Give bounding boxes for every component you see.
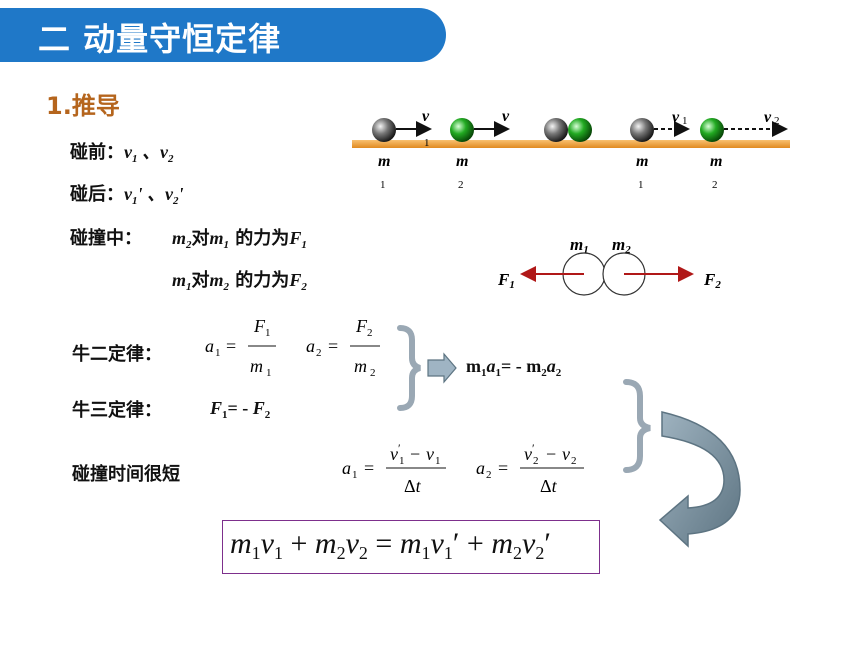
force-line-2: m1对m2 的力为F2: [172, 270, 307, 293]
big-curved-arrow: [658, 411, 741, 548]
label-f2: F2: [703, 270, 721, 291]
svg-text:1: 1: [424, 137, 430, 149]
svg-text:2: 2: [316, 347, 322, 359]
ball-m2-before: [450, 118, 474, 142]
svg-text:v: v: [524, 444, 532, 464]
svg-text:2: 2: [571, 455, 577, 467]
svg-text:F: F: [253, 316, 266, 336]
svg-text:a: a: [306, 336, 315, 356]
ball-m2-colliding: [568, 118, 592, 142]
svg-text:m: m: [354, 356, 367, 376]
svg-text:m: m: [710, 153, 722, 170]
brace-1: [397, 325, 421, 411]
during-collision-label: 碰撞中：: [70, 228, 142, 249]
force-line-1: m2对m1 的力为F1: [172, 228, 307, 251]
combined-result-equation: m1a1= - m2a2: [466, 356, 562, 379]
svg-text:′: ′: [532, 441, 535, 455]
svg-text:1: 1: [682, 115, 688, 127]
ball-m1-after: [630, 118, 654, 142]
svg-text:F: F: [355, 316, 368, 336]
before-collision-label: 碰前：v1 、v2: [70, 142, 174, 165]
ball-m1-colliding: [544, 118, 568, 142]
svg-text:2: 2: [774, 115, 780, 127]
svg-text:−: −: [410, 444, 420, 464]
svg-text:v: v: [764, 109, 772, 126]
svg-text:2: 2: [458, 179, 464, 191]
newton-third-law-label: 牛三定律：: [72, 400, 162, 421]
ball-m2-after: [700, 118, 724, 142]
svg-text:v: v: [502, 108, 510, 125]
svg-text:m: m: [636, 153, 648, 170]
svg-text:=: =: [364, 458, 374, 478]
brace-2: [623, 379, 651, 473]
svg-text:1: 1: [265, 327, 271, 339]
svg-text:2: 2: [486, 469, 492, 481]
svg-text:2: 2: [533, 455, 539, 467]
svg-text:v: v: [422, 108, 430, 125]
track: [352, 140, 790, 148]
newton-third-law-equation: F1= - F2: [210, 398, 271, 421]
svg-text:=: =: [498, 458, 508, 478]
svg-text:m: m: [250, 356, 263, 376]
svg-text:a: a: [205, 336, 214, 356]
result-arrow: [427, 352, 457, 384]
svg-text:m: m: [456, 153, 468, 170]
page-title: 二 动量守恒定律: [38, 20, 282, 58]
svg-text:−: −: [546, 444, 556, 464]
conservation-equation: m1v1 + m2v2 = m1v1′ + m2v2′: [230, 527, 551, 563]
svg-text:Δt: Δt: [404, 476, 422, 496]
title-banner: [0, 8, 446, 62]
svg-text:a: a: [342, 458, 351, 478]
svg-text:v: v: [426, 444, 434, 464]
svg-text:v: v: [672, 109, 680, 126]
svg-text:2: 2: [367, 327, 373, 339]
svg-text:1: 1: [215, 347, 221, 359]
svg-text:2: 2: [370, 367, 376, 379]
svg-text:1: 1: [352, 469, 358, 481]
conservation-equation-box: [222, 520, 600, 574]
svg-text:v: v: [390, 444, 398, 464]
section-heading: 1.推导: [46, 92, 120, 120]
svg-text:m: m: [378, 153, 390, 170]
svg-text:1: 1: [266, 367, 272, 379]
svg-text:v: v: [562, 444, 570, 464]
svg-text:′: ′: [398, 441, 401, 455]
svg-text:=: =: [328, 336, 338, 356]
short-collision-time-label: 碰撞时间很短: [72, 464, 180, 485]
svg-text:=: =: [226, 336, 236, 356]
svg-text:1: 1: [435, 455, 441, 467]
svg-text:1: 1: [380, 179, 386, 191]
svg-text:Δt: Δt: [540, 476, 558, 496]
newton-second-law-label: 牛二定律：: [72, 344, 162, 365]
label-f1: F1: [497, 270, 515, 291]
svg-text:a: a: [476, 458, 485, 478]
svg-text:1: 1: [638, 179, 644, 191]
svg-text:1: 1: [399, 455, 405, 467]
ball-m1-before: [372, 118, 396, 142]
after-collision-label: 碰后：v1' 、v2': [70, 184, 184, 207]
svg-text:2: 2: [712, 179, 718, 191]
